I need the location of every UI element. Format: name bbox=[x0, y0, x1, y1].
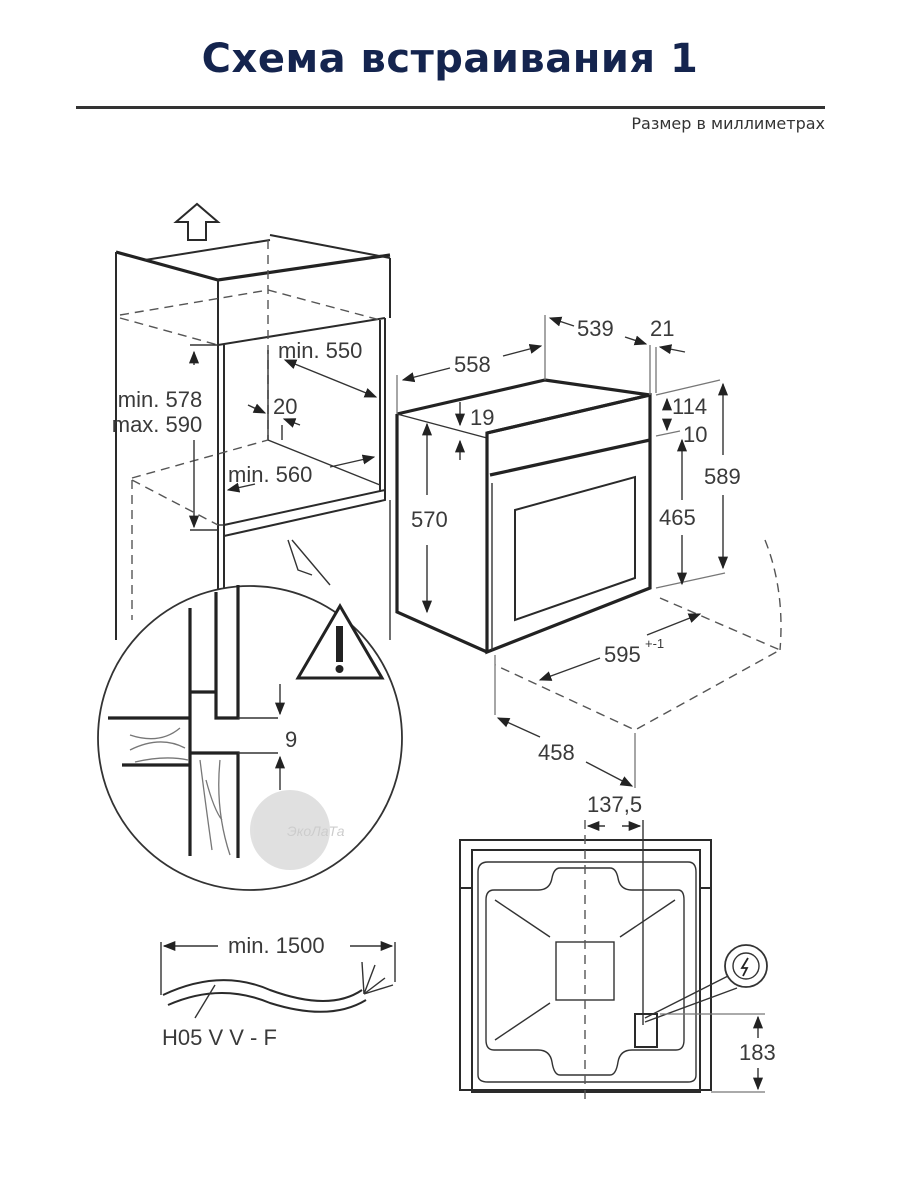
oven-total-height-label: 589 bbox=[704, 464, 741, 489]
oven-top-offset-label: 19 bbox=[470, 405, 494, 430]
oven-body-height-label: 570 bbox=[411, 507, 448, 532]
title-divider bbox=[76, 106, 825, 109]
watermark-logo: ЭкоЛаТа bbox=[250, 790, 345, 870]
niche-height-max-label: max. 590 bbox=[112, 412, 203, 437]
oven-panel-gap-label: 10 bbox=[683, 422, 707, 447]
page-title: Схема встраивания 1 bbox=[201, 36, 699, 82]
warning-triangle-icon bbox=[295, 603, 385, 680]
cable-drawing: min. 1500 H05 V V - F bbox=[160, 933, 396, 1050]
arrow-up-outline-icon bbox=[173, 202, 221, 241]
oven-drawing: 558 539 21 19 570 114 10 465 589 bbox=[395, 315, 782, 788]
back-height-label: 183 bbox=[739, 1040, 776, 1065]
niche-gap-label: 20 bbox=[273, 394, 297, 419]
oven-top-depth-label: 558 bbox=[454, 352, 491, 377]
cable-length-label: min. 1500 bbox=[228, 933, 325, 958]
cable-type-label: H05 V V - F bbox=[162, 1025, 277, 1050]
back-offset-label: 137,5 bbox=[587, 792, 642, 817]
lightning-icon bbox=[732, 952, 760, 980]
oven-body-depth-label: 539 bbox=[577, 316, 614, 341]
niche-height-min-label: min. 578 bbox=[118, 387, 202, 412]
oven-width-tolerance: +-1 bbox=[645, 636, 664, 651]
watermark-text: ЭкоЛаТа bbox=[287, 823, 345, 839]
oven-width-label: 595 bbox=[604, 642, 641, 667]
units-note: Размер в миллиметрах bbox=[631, 114, 825, 133]
oven-panel-height-label: 114 bbox=[672, 394, 707, 419]
niche-width-label: min. 560 bbox=[228, 462, 312, 487]
oven-bottom-depth-label: 458 bbox=[538, 740, 575, 765]
niche-depth-label: min. 550 bbox=[278, 338, 362, 363]
oven-door-thickness-label: 21 bbox=[650, 316, 674, 341]
oven-door-height-label: 465 bbox=[659, 505, 696, 530]
detail-callout: ЭкоЛаТа 9 bbox=[97, 585, 403, 891]
detail-gap-label: 9 bbox=[285, 727, 297, 752]
back-view-drawing: 137,5 183 bbox=[459, 792, 776, 1100]
